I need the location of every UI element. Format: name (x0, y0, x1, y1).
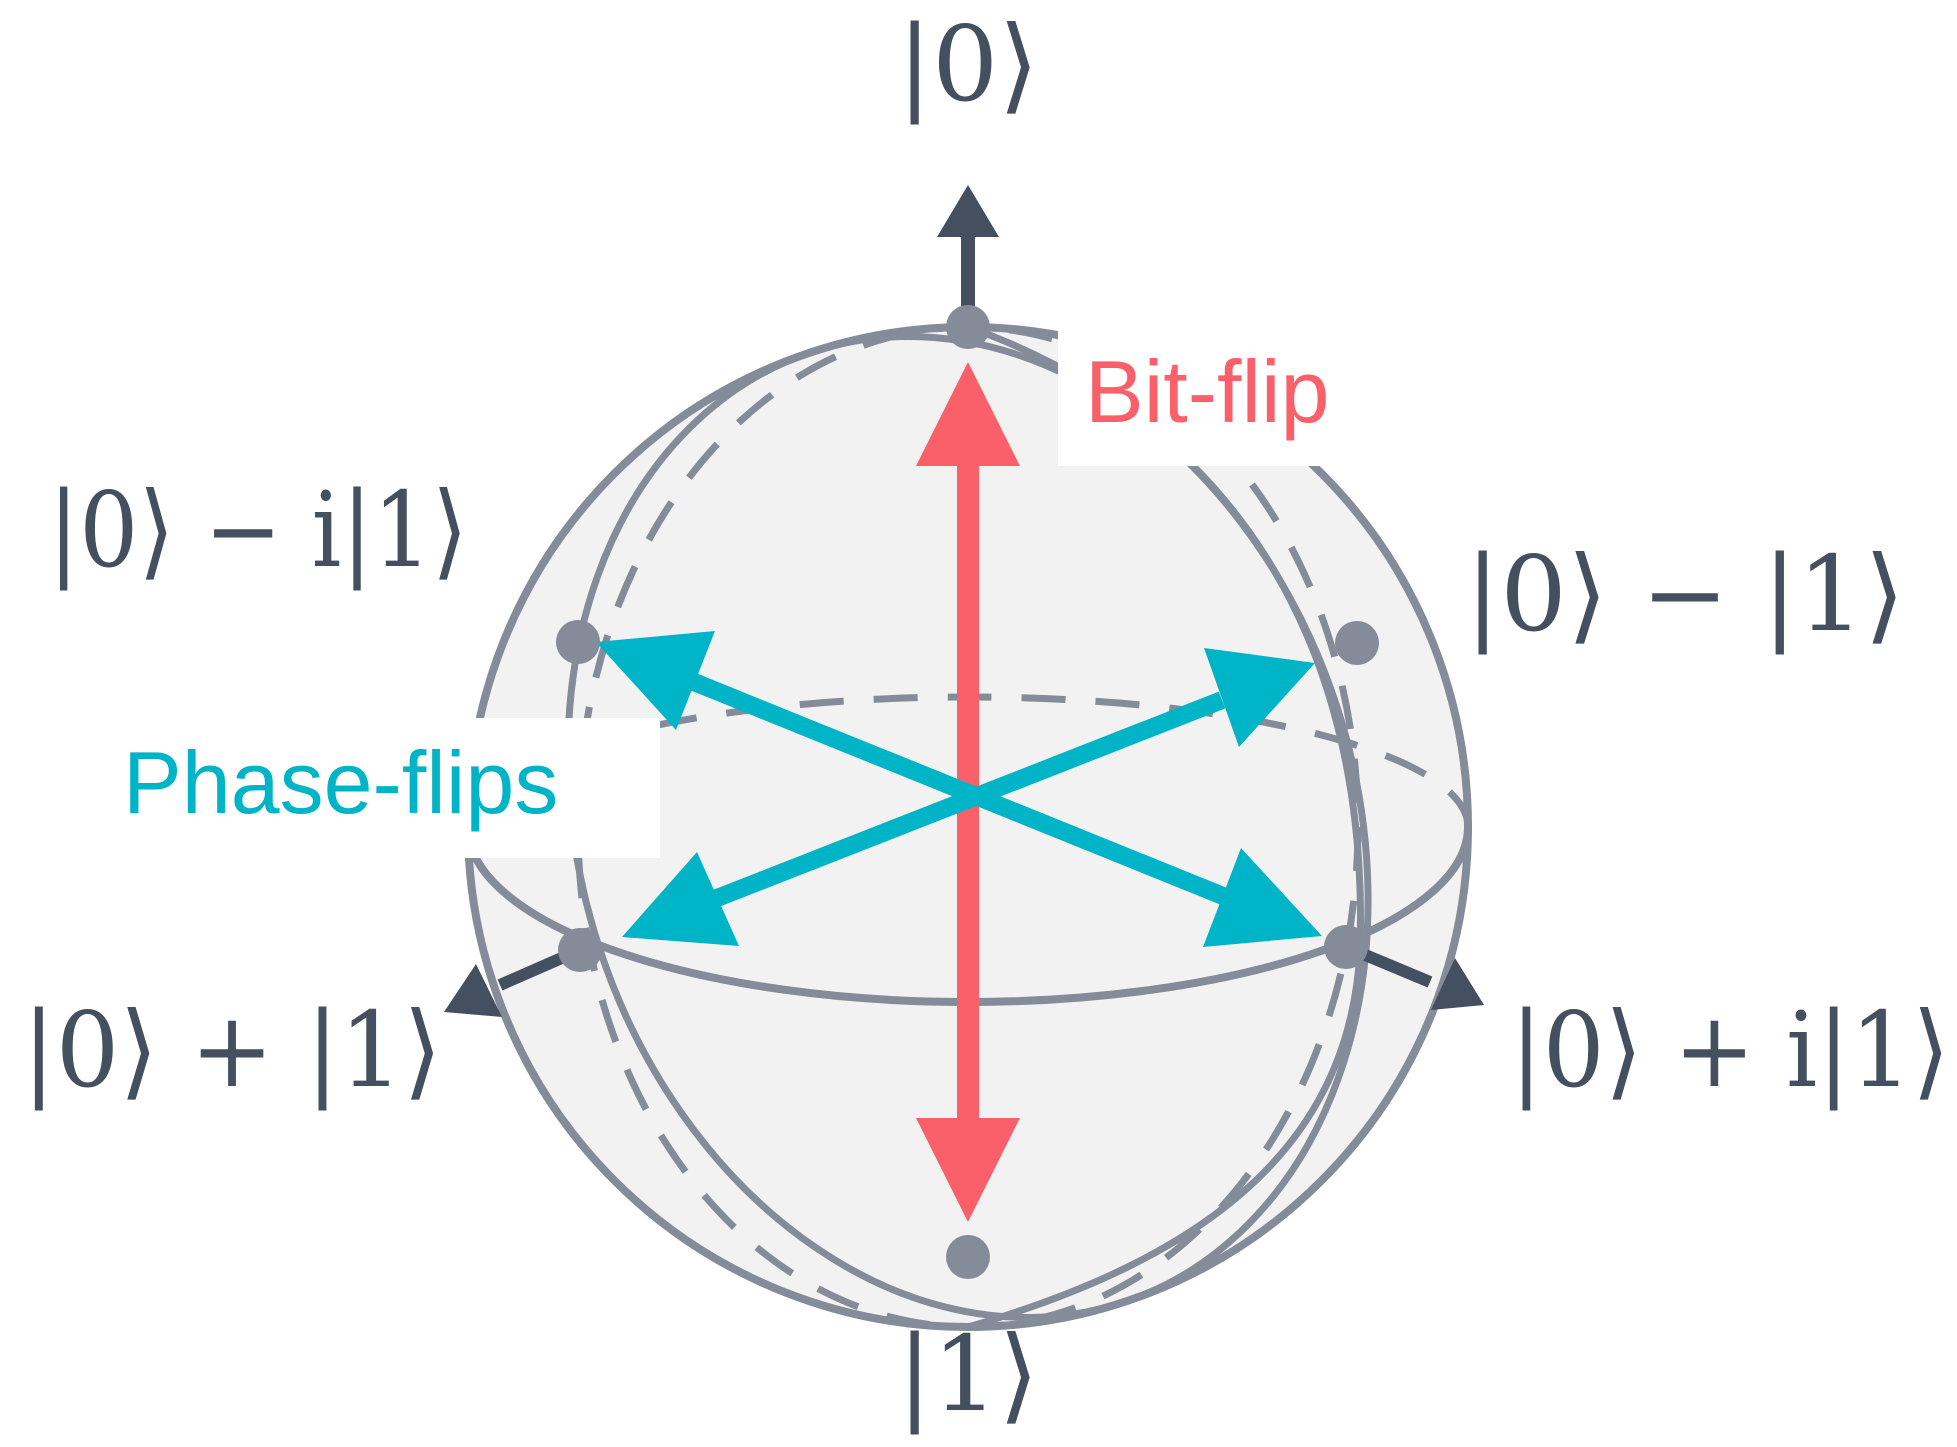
state-label-one: |1⟩ (897, 1313, 1039, 1435)
state-label-minus: |0⟩ − |1⟩ (1465, 533, 1905, 655)
z-axis-arrowhead-icon (937, 185, 999, 237)
bit-flip-label-background (1058, 318, 1398, 466)
phase-flips-label-background (110, 718, 660, 858)
bit-flip-label: Bit-flip (1085, 342, 1330, 441)
phase-flips-label: Phase-flips (123, 733, 558, 832)
state-label-plus-i: |0⟩ + i|1⟩ (1510, 989, 1950, 1111)
state-dot-lower-right (1324, 925, 1368, 969)
state-dot-lower-left (558, 928, 602, 972)
bit-flip-arrowhead-up-icon (916, 362, 1020, 466)
x-axis-arrowhead-icon (444, 964, 502, 1017)
phase-flip-arrowhead-upper-right-icon (1204, 648, 1315, 747)
y-axis-arrowhead-icon (1431, 958, 1484, 1010)
phase-flip-arrowhead-lower-left-icon (622, 852, 739, 946)
state-label-minus-i: |0⟩ − i|1⟩ (48, 469, 468, 591)
state-dot-upper-right (1335, 621, 1379, 665)
phase-flip-arrow-2 (622, 648, 1315, 946)
phase-flip-arrowhead-lower-right-icon (1203, 848, 1322, 947)
state-label-zero: |0⟩ (897, 3, 1039, 125)
state-label-plus: |0⟩ + |1⟩ (22, 989, 442, 1111)
state-dot-top (946, 305, 990, 349)
phase-flip-arrowhead-upper-left-icon (596, 631, 715, 730)
phase-flip-arrow-1 (596, 631, 1322, 947)
state-dot-bottom (946, 1235, 990, 1279)
bit-flip-arrowhead-down-icon (916, 1118, 1020, 1222)
state-dot-upper-left (556, 620, 600, 664)
